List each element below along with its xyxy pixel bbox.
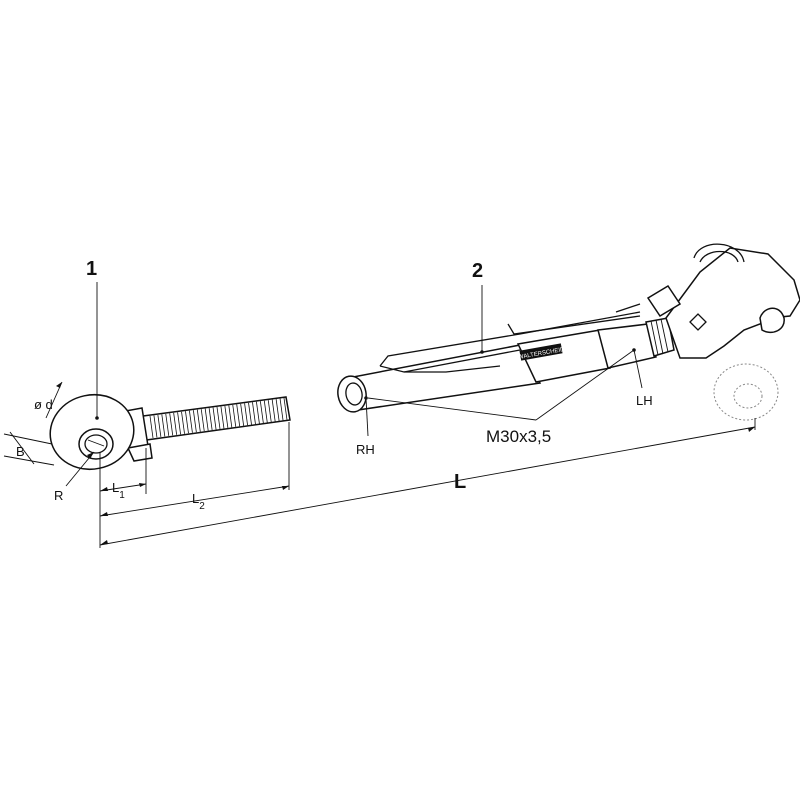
thread-line	[192, 410, 197, 433]
rh-dot	[364, 396, 368, 400]
total-arrow-right	[748, 427, 755, 432]
thread-line	[228, 405, 233, 428]
thread-line	[263, 400, 268, 423]
ball-end-part	[49, 394, 291, 470]
rear-tube	[597, 323, 657, 369]
label-thread: M30x3,5	[486, 427, 551, 446]
ball-inner	[84, 434, 108, 454]
rear-thread-line	[650, 320, 659, 356]
leader-2-dot	[480, 350, 484, 354]
thread-line	[165, 413, 170, 436]
l2-arrow-right	[282, 486, 289, 490]
thread-line	[177, 412, 181, 435]
dim-radius: R	[54, 488, 63, 503]
callout-2: 2	[472, 260, 483, 282]
tube-bore	[345, 382, 363, 406]
front-tube	[347, 344, 542, 411]
thread-line	[208, 408, 213, 431]
handle-rod-upper	[379, 311, 641, 367]
thread-line	[189, 410, 193, 433]
callout-1: 1	[86, 258, 97, 280]
rear-thread-line	[655, 319, 664, 355]
handle-grip	[404, 365, 501, 373]
thread-line	[204, 408, 209, 431]
thread-line	[236, 404, 241, 427]
thread-line	[181, 411, 185, 434]
top-link-body: WALTERSCHEID	[337, 243, 800, 421]
thread-line	[185, 411, 189, 434]
thread-line	[240, 403, 245, 426]
thread-line	[279, 398, 284, 421]
thread-line	[271, 399, 276, 422]
leader-1-dot	[95, 416, 99, 420]
label-lh: LH	[636, 393, 653, 408]
thread-line	[220, 406, 225, 429]
total-arrow-left	[100, 540, 108, 545]
width-ext-bottom	[3, 455, 55, 466]
thread-line	[224, 405, 229, 428]
width-ext-top	[3, 433, 53, 445]
ghost-ball-inner	[733, 383, 763, 409]
dim-diameter: ø d	[34, 397, 53, 412]
dia-arrow-top	[56, 382, 62, 388]
label-rh: RH	[356, 442, 375, 457]
thread-line	[157, 414, 162, 437]
ghost-ball	[713, 363, 779, 421]
thread-line	[149, 415, 154, 439]
dim-total: L	[454, 471, 466, 493]
thread-line	[275, 399, 280, 422]
dim-line-l2	[99, 485, 290, 517]
thread-line	[256, 401, 260, 424]
dim-width: B	[16, 444, 25, 459]
dia-arrow-line	[45, 381, 63, 419]
ball-highlight	[87, 439, 105, 447]
rh-leader	[365, 397, 369, 437]
width-dim-line	[9, 431, 35, 465]
thread-lines	[149, 397, 288, 439]
thread-line	[259, 401, 264, 424]
hook-spring	[615, 303, 641, 313]
thread-line	[153, 415, 158, 438]
lh-leader	[633, 349, 643, 389]
thread-line	[216, 406, 221, 430]
l1-arrow-right	[139, 483, 146, 487]
thread-line	[232, 404, 237, 427]
hook-latch-loop	[693, 243, 745, 263]
thread-line	[173, 412, 178, 435]
thread-line	[252, 402, 256, 425]
thread-line	[212, 407, 217, 430]
thread-leader-rh	[367, 397, 537, 421]
thread-line	[248, 402, 252, 425]
thread-line	[244, 403, 248, 426]
hook-mouth	[759, 307, 785, 334]
dim-l1: L1	[112, 480, 125, 501]
hook-body	[665, 247, 800, 359]
dim-l2: L2	[192, 491, 205, 512]
dim-line-total	[99, 426, 756, 546]
rear-thread-line	[660, 318, 669, 353]
thread-line	[283, 397, 288, 421]
ball-hole	[78, 428, 114, 460]
brand-plate	[519, 343, 563, 361]
thread-line	[200, 409, 205, 432]
thread-leader-lh	[535, 349, 635, 421]
radius-arrow	[87, 452, 94, 459]
hook-guard	[646, 284, 682, 318]
thread-line	[161, 414, 166, 437]
l1-arrow-left	[100, 487, 108, 491]
latch-rod	[507, 315, 641, 335]
hook-latch-inner	[699, 250, 739, 263]
thread-line	[169, 413, 174, 436]
logo-diamond	[689, 313, 707, 331]
thread-line	[267, 400, 272, 423]
thread-line	[196, 409, 201, 432]
l2-arrow-left	[100, 512, 108, 516]
